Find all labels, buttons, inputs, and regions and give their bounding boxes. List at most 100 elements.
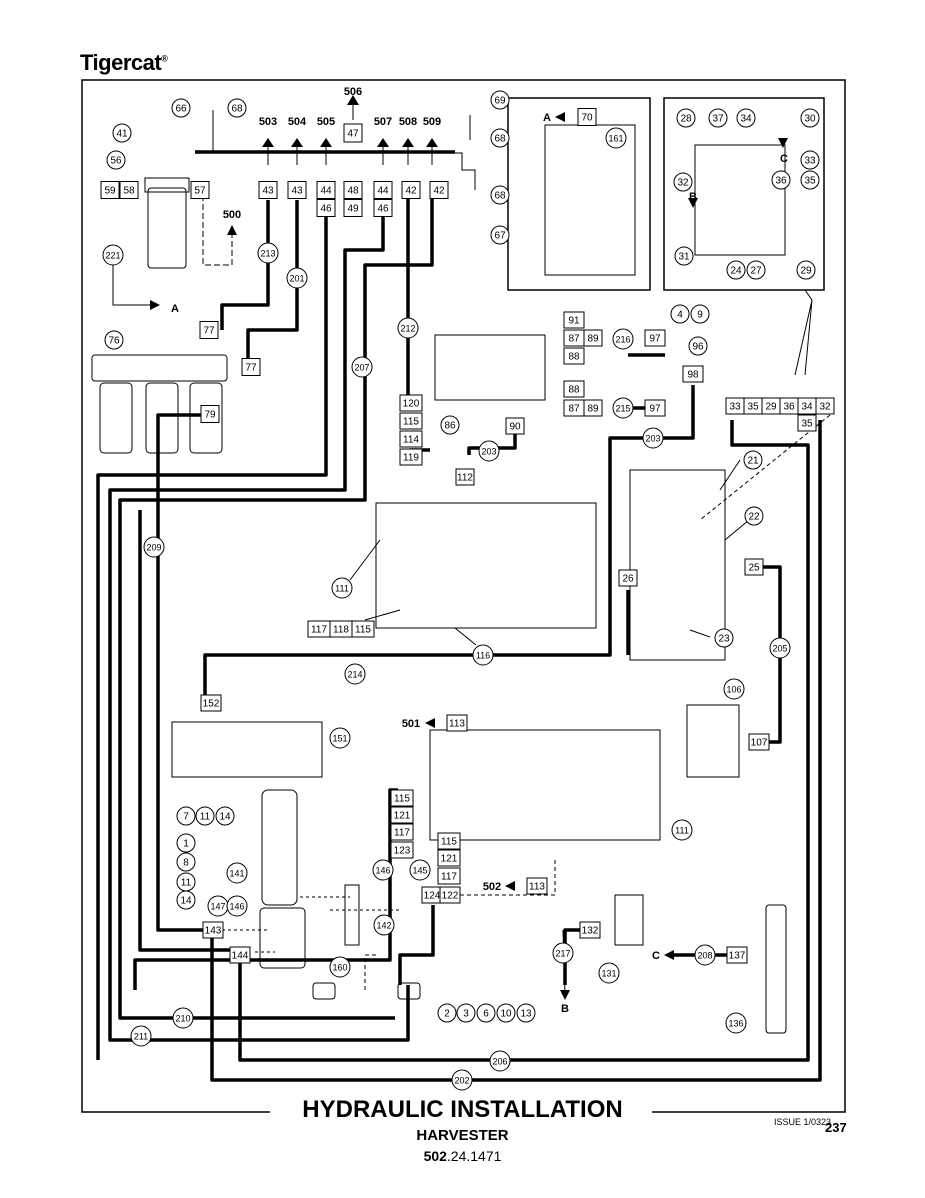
callout-c205: 205 xyxy=(769,637,791,659)
box-b107: 107 xyxy=(748,733,770,751)
callout-label: 14 xyxy=(219,812,231,823)
box-b117c: 117 xyxy=(437,867,461,885)
callout-label: 201 xyxy=(289,274,304,284)
callout-c8: 8 xyxy=(176,852,196,872)
box-label: 120 xyxy=(403,399,420,410)
callout-label: 111 xyxy=(675,826,689,836)
letter-lA2: A xyxy=(543,112,551,124)
box-b97b: 97 xyxy=(644,399,666,417)
callout-label: 7 xyxy=(183,812,189,823)
box-label: 122 xyxy=(442,891,459,902)
callout-c208: 208 xyxy=(694,944,716,966)
callout-c22: 22 xyxy=(744,506,764,526)
callout-c146b: 146 xyxy=(372,859,394,881)
box-label: 43 xyxy=(262,186,274,197)
callout-label: 1 xyxy=(183,839,189,850)
box-label: 115 xyxy=(403,417,419,428)
box-b120: 120 xyxy=(399,394,423,412)
callout-c151: 151 xyxy=(329,727,351,749)
callout-c203b: 203 xyxy=(642,427,664,449)
box-label: 97 xyxy=(649,334,661,345)
callout-c35: 35 xyxy=(800,170,820,190)
callout-label: 86 xyxy=(444,421,456,432)
callout-label: 207 xyxy=(354,363,369,373)
box-b44a: 44 xyxy=(316,181,336,199)
callout-c28: 28 xyxy=(676,108,696,128)
callout-label: 205 xyxy=(772,644,787,654)
callout-c206: 206 xyxy=(489,1050,511,1072)
port-p504: 504 xyxy=(288,116,307,128)
callout-label: 146 xyxy=(375,866,390,876)
box-b152: 152 xyxy=(200,694,222,712)
box-label: 107 xyxy=(751,738,768,749)
callout-label: 146 xyxy=(229,902,244,912)
box-label: 89 xyxy=(587,334,599,345)
box-b35a: 35 xyxy=(743,397,763,415)
port-p507: 507 xyxy=(374,116,392,128)
box-b119: 119 xyxy=(399,448,423,466)
callout-c106: 106 xyxy=(723,678,745,700)
letter-lB1: B xyxy=(689,191,697,203)
callout-label: 68 xyxy=(231,104,243,115)
box-b57: 57 xyxy=(190,181,210,199)
box-b58: 58 xyxy=(119,181,139,199)
box-b124: 124 xyxy=(421,886,443,904)
callout-label: 56 xyxy=(110,156,122,167)
box-b123: 123 xyxy=(390,841,414,859)
callout-c30: 30 xyxy=(800,108,820,128)
box-b42a: 42 xyxy=(401,181,421,199)
box-label: 124 xyxy=(424,891,441,902)
port-p508: 508 xyxy=(399,116,417,128)
callout-label: 203 xyxy=(645,434,660,444)
box-b47: 47 xyxy=(343,123,363,143)
box-label: 34 xyxy=(801,402,813,413)
callout-c68b: 68 xyxy=(490,128,510,148)
callout-c10: 10 xyxy=(496,1003,516,1023)
callout-label: 206 xyxy=(492,1057,507,1067)
box-b29: 29 xyxy=(761,397,781,415)
box-b43b: 43 xyxy=(287,181,307,199)
page-number: 237 xyxy=(825,1120,847,1135)
letter-lB2: B xyxy=(561,1003,569,1015)
callout-c13: 13 xyxy=(516,1003,536,1023)
callout-c86: 86 xyxy=(440,415,460,435)
leaders xyxy=(112,100,831,996)
box-label: 77 xyxy=(203,326,215,337)
callout-label: 213 xyxy=(260,249,275,259)
port-p509: 509 xyxy=(423,116,441,128)
callout-label: 202 xyxy=(454,1076,469,1086)
callout-label: 145 xyxy=(412,866,427,876)
box-b44b: 44 xyxy=(373,181,393,199)
port-p502: 502 xyxy=(483,881,501,893)
callout-c160: 160 xyxy=(329,956,351,978)
box-label: 152 xyxy=(203,699,220,710)
box-b87a: 87 xyxy=(563,329,585,347)
drawing-subtitle: HARVESTER xyxy=(416,1127,509,1144)
box-label: 114 xyxy=(403,435,419,446)
box-b32: 32 xyxy=(815,397,835,415)
box-label: 59 xyxy=(104,186,116,197)
callout-label: 22 xyxy=(748,512,760,523)
callout-label: 28 xyxy=(680,114,692,125)
box-b89a: 89 xyxy=(583,329,603,347)
callout-label: 215 xyxy=(615,404,630,414)
box-b48: 48 xyxy=(343,181,363,199)
box-label: 57 xyxy=(194,186,206,197)
box-label: 35 xyxy=(747,402,759,413)
box-b137: 137 xyxy=(726,946,748,964)
box-b115c: 115 xyxy=(390,789,414,807)
callout-c161: 161 xyxy=(605,127,627,149)
callout-c27: 27 xyxy=(746,260,766,280)
box-label: 42 xyxy=(433,186,445,197)
callout-label: 8 xyxy=(183,858,189,869)
box-b118: 118 xyxy=(329,620,353,638)
box-label: 44 xyxy=(320,186,332,197)
callout-label: 30 xyxy=(804,114,816,125)
callout-c213: 213 xyxy=(257,242,279,264)
callout-label: 31 xyxy=(678,252,690,263)
box-label: 91 xyxy=(568,316,580,327)
